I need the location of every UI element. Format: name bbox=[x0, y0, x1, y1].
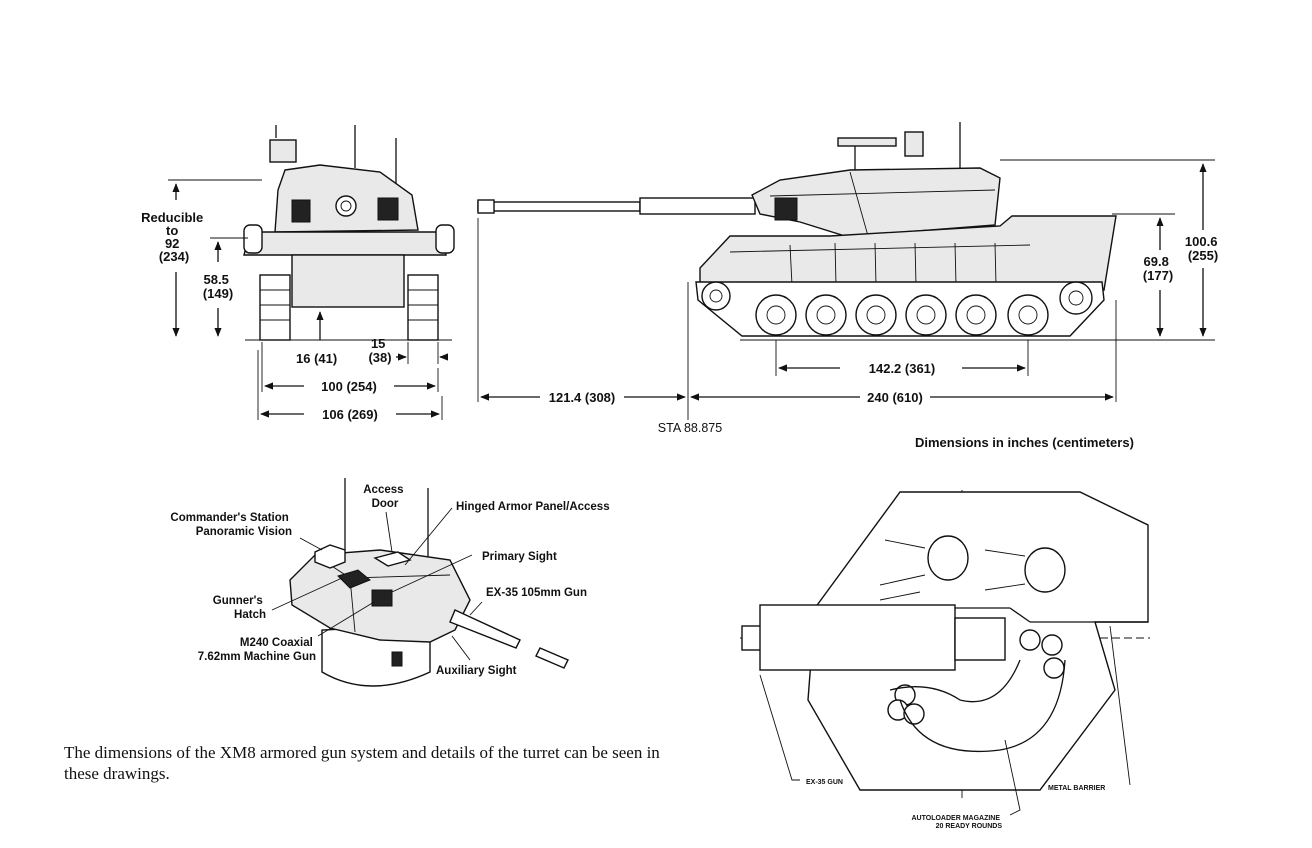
reducible-label: Reducible to 92 (234) bbox=[141, 210, 207, 264]
station-label: STA 88.875 bbox=[658, 421, 722, 435]
main-gun-label: EX-35 105mm Gun bbox=[486, 587, 587, 599]
hinged-panel-label: Hinged Armor Panel/Access bbox=[456, 501, 610, 513]
hull-height-label-side: 69.8 (177) bbox=[1143, 254, 1173, 283]
road-wheels bbox=[701, 281, 1093, 336]
units-note: Dimensions in inches (centimeters) bbox=[915, 435, 1134, 450]
access-door-label: Access Door bbox=[363, 484, 407, 510]
turret-detail: Access Door Commander's Station Panorami… bbox=[170, 478, 610, 687]
primary-sight-label: Primary Sight bbox=[482, 551, 557, 563]
commander-station-label: Commander's Station Panoramic Vision bbox=[170, 512, 292, 538]
wheelbase-label: 142.2 (361) bbox=[869, 361, 936, 376]
ground-clearance-label: 16 (41) bbox=[296, 351, 337, 366]
figure-caption: The dimensions of the XM8 armored gun sy… bbox=[64, 743, 660, 783]
autoloader-magazine-label: AUTOLOADER MAGAZINE 20 READY ROUNDS bbox=[912, 815, 1003, 830]
hull-length-label: 240 (610) bbox=[867, 390, 923, 405]
crew-figures bbox=[879, 535, 1066, 601]
turret-plan-view: EX-35 GUN METAL BARRIER AUTOLOADER MAGAZ… bbox=[740, 490, 1150, 830]
side-track bbox=[695, 281, 1105, 337]
total-height-label: 100.6 (255) bbox=[1185, 234, 1221, 263]
side-view: 142.2 (361) 121.4 (308) 240 (610) STA 88… bbox=[477, 122, 1221, 450]
turret-gun bbox=[449, 609, 569, 669]
smoke-grenade-launchers bbox=[291, 197, 399, 223]
overhang-label: 121.4 (308) bbox=[549, 390, 616, 405]
coaxial-gun-label: M240 Coaxial 7.62mm Machine Gun bbox=[198, 637, 316, 663]
gunners-hatch-label: Gunner's Hatch bbox=[213, 595, 266, 621]
main-gun-barrel bbox=[477, 197, 756, 215]
ready-rounds bbox=[887, 629, 1065, 725]
inner-width-label: 100 (254) bbox=[321, 379, 377, 394]
auxiliary-sight-label: Auxiliary Sight bbox=[436, 665, 517, 677]
hull-height-label-front: 58.5 (149) bbox=[203, 272, 233, 301]
gun-plan-label: EX-35 GUN bbox=[806, 779, 843, 786]
track-width-label: 15 (38) bbox=[368, 336, 391, 365]
metal-barrier-label: METAL BARRIER bbox=[1048, 785, 1105, 792]
front-tracks bbox=[259, 274, 439, 341]
outer-width-label: 106 (269) bbox=[322, 407, 378, 422]
front-view: Reducible to 92 (234) 58.5 (149) 16 (41)… bbox=[141, 125, 455, 422]
